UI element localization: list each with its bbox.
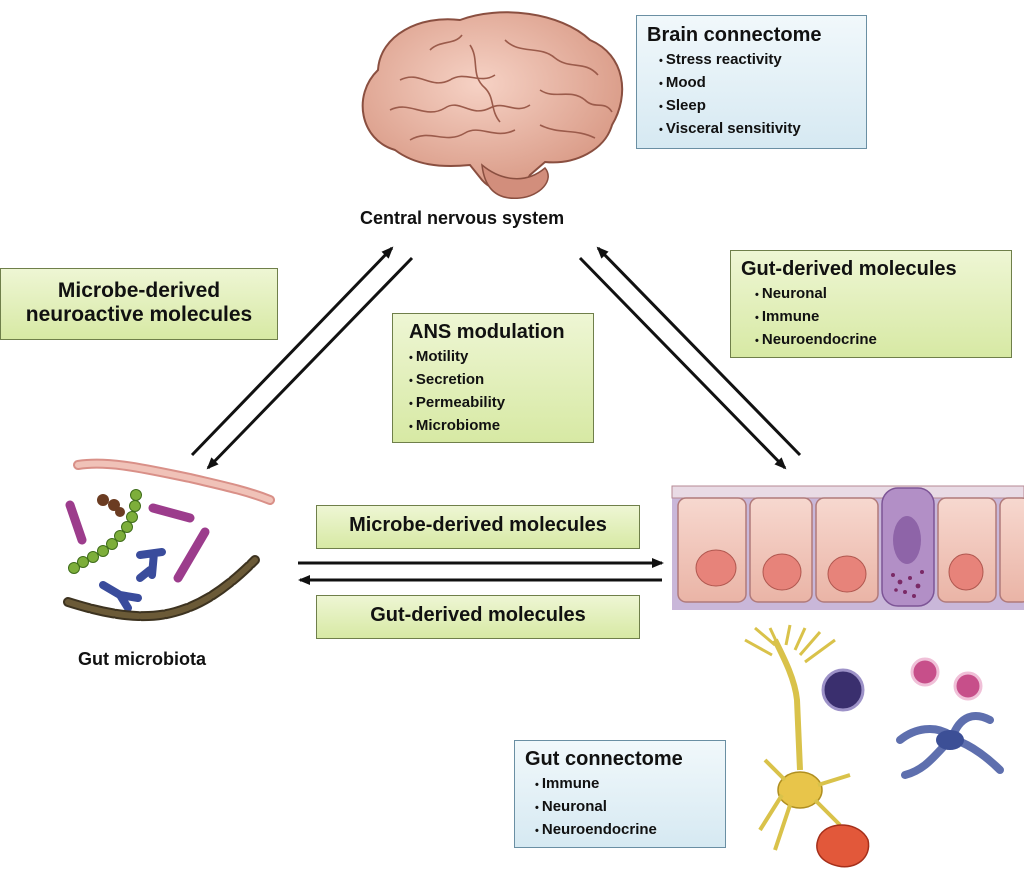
node-label-gut-microbiota: Gut microbiota	[78, 649, 207, 669]
gut-connectome-item: Immune	[535, 773, 715, 796]
flow-arrows	[190, 246, 802, 585]
gut-derived-molecules-item: Neuronal	[755, 283, 1001, 306]
brain-connectome-item: Sleep	[659, 95, 856, 118]
ans-modulation-item: Permeability	[409, 392, 583, 415]
brain-connectome-item: Mood	[659, 72, 856, 95]
bacteria-illustration	[63, 458, 275, 622]
microbe-neuroactive-box: Microbe-derived neuroactive molecules	[0, 268, 278, 340]
brain-connectome-box: Brain connectome Stress reactivity Mood …	[636, 15, 867, 149]
ans-modulation-box: ANS modulation Motility Secretion Permea…	[392, 313, 594, 443]
microbe-neuroactive-line1: Microbe-derived	[57, 279, 221, 302]
arrow-gut-to-cns	[596, 246, 802, 457]
arrow-cns-to-gut	[578, 256, 787, 470]
gut-connectome-cells	[744, 624, 1004, 868]
brain-connectome-item: Visceral sensitivity	[659, 118, 856, 141]
brain-connectome-title: Brain connectome	[647, 24, 822, 46]
gut-connectome-item: Neuroendocrine	[535, 819, 715, 842]
gut-connectome-item: Neuronal	[535, 796, 715, 819]
gut-derived-bottom-label: Gut-derived molecules	[370, 604, 586, 626]
gut-derived-molecules-item: Neuroendocrine	[755, 329, 1001, 352]
gut-derived-molecules-item: Immune	[755, 306, 1001, 329]
ans-modulation-item: Secretion	[409, 369, 583, 392]
brain-connectome-item: Stress reactivity	[659, 49, 856, 72]
ans-modulation-item: Motility	[409, 346, 583, 369]
arrow-cns-to-microbiota	[206, 256, 414, 470]
microbe-neuroactive-line2: neuroactive molecules	[25, 303, 253, 327]
gut-derived-bottom-box: Gut-derived molecules	[316, 595, 640, 639]
microbe-derived-molecules-label: Microbe-derived molecules	[349, 514, 607, 536]
ans-modulation-item: Microbiome	[409, 415, 583, 438]
brain-illustration	[361, 11, 624, 200]
gut-epithelium-illustration	[671, 485, 1024, 610]
gut-connectome-title: Gut connectome	[525, 748, 683, 770]
gut-derived-molecules-title: Gut-derived molecules	[741, 258, 957, 280]
gut-derived-molecules-box: Gut-derived molecules Neuronal Immune Ne…	[730, 250, 1012, 358]
microbe-derived-molecules-box: Microbe-derived molecules	[316, 505, 640, 549]
gut-connectome-box: Gut connectome Immune Neuronal Neuroendo…	[514, 740, 726, 848]
ans-modulation-title: ANS modulation	[409, 321, 565, 343]
node-label-cns: Central nervous system	[360, 208, 565, 228]
arrow-microbiota-to-cns	[190, 246, 394, 457]
